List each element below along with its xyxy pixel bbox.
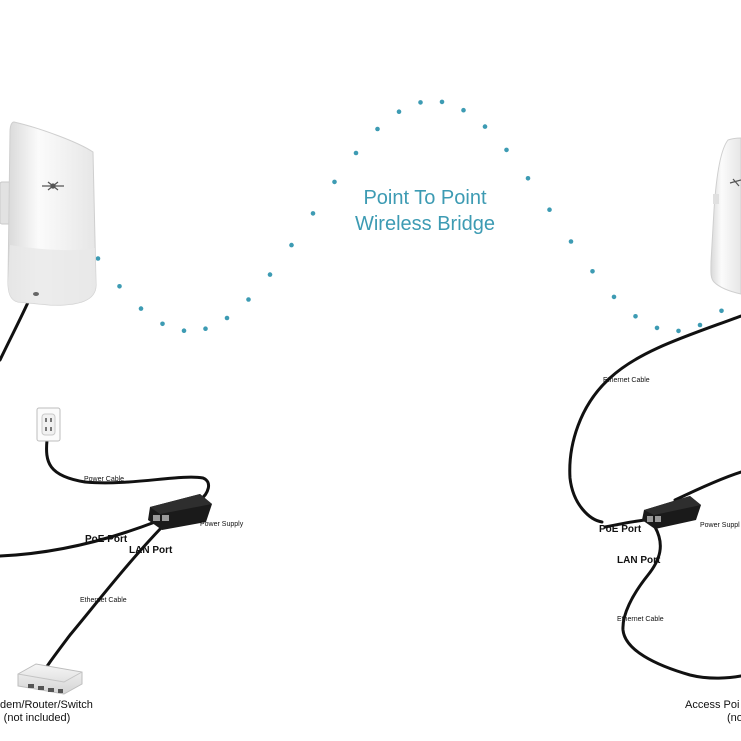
signal-dot	[117, 284, 122, 289]
signal-dot	[676, 328, 681, 334]
signal-dot	[138, 306, 144, 311]
signal-dot	[504, 147, 509, 153]
left-ethernet-cable-label: Ethernet Cable	[80, 597, 127, 604]
signal-dot	[611, 294, 617, 300]
wireless-signal-wave	[95, 99, 724, 334]
signal-dot	[525, 176, 531, 181]
signal-dot	[418, 100, 423, 105]
router-switch	[17, 663, 83, 695]
left-antenna	[0, 121, 97, 306]
signal-dot	[719, 308, 724, 314]
signal-dot	[332, 179, 337, 185]
left-power-supply-label: Power Supply	[200, 521, 244, 528]
right-power-cable	[673, 470, 741, 502]
title-line-2: Wireless Bridge	[354, 213, 496, 235]
lan-port-icon	[655, 516, 661, 522]
lan-port-icon	[162, 515, 169, 521]
access-point-label: Access Poi	[685, 699, 740, 711]
signal-dot	[289, 242, 294, 248]
right-ethernet-cable-top-label: Ethernet Cable	[603, 377, 650, 384]
signal-dot	[181, 328, 187, 334]
right-lan-port-label: LAN Port	[617, 555, 661, 566]
right-antenna-cable	[568, 314, 741, 524]
right-poe-injector	[642, 496, 701, 529]
signal-dot	[224, 315, 230, 321]
signal-dot	[697, 322, 703, 328]
wall-outlet	[36, 407, 61, 442]
ubiquiti-logo-icon	[42, 181, 64, 191]
signal-dot	[246, 297, 251, 302]
signal-dot	[590, 269, 595, 274]
signal-dot	[568, 239, 574, 244]
left-poe-port-label: PoE Port	[85, 534, 128, 545]
title-line-1: Point To Point	[363, 187, 487, 209]
access-point-sub-label: (no	[727, 712, 741, 724]
left-power-cable	[45, 438, 211, 502]
signal-dot	[461, 107, 466, 113]
signal-dot	[396, 109, 402, 114]
poe-port-icon	[647, 516, 653, 522]
right-lan-cable	[621, 525, 741, 680]
right-antenna	[710, 137, 741, 295]
right-ethernet-cable-bottom-label: Ethernet Cable	[617, 616, 664, 623]
signal-dot	[310, 211, 316, 216]
left-lan-port-label: LAN Port	[129, 545, 173, 556]
ubiquiti-logo-icon	[729, 178, 741, 187]
right-poe-port-label: PoE Port	[599, 524, 642, 535]
router-label: dem/Router/Switch	[0, 699, 93, 711]
left-ethernet-cable	[38, 524, 165, 680]
signal-dot	[267, 272, 273, 277]
signal-dot	[203, 326, 208, 332]
router-sub-label: (not included)	[3, 712, 71, 724]
left-antenna-cable	[0, 296, 32, 362]
signal-dot	[375, 126, 380, 132]
signal-dot	[654, 325, 660, 331]
signal-dot	[160, 321, 165, 327]
signal-dot	[353, 150, 359, 156]
left-poe-injector	[148, 494, 212, 530]
left-poe-cable	[0, 520, 157, 558]
right-power-supply-label: Power Suppl	[700, 522, 740, 529]
signal-dot	[439, 99, 445, 105]
signal-dot	[547, 207, 552, 212]
cables	[0, 296, 741, 680]
signal-dot	[482, 124, 488, 129]
signal-dot	[633, 314, 638, 319]
poe-port-icon	[153, 515, 160, 521]
signal-dot	[95, 256, 101, 261]
left-power-cable-label: Power Cable	[84, 476, 125, 483]
